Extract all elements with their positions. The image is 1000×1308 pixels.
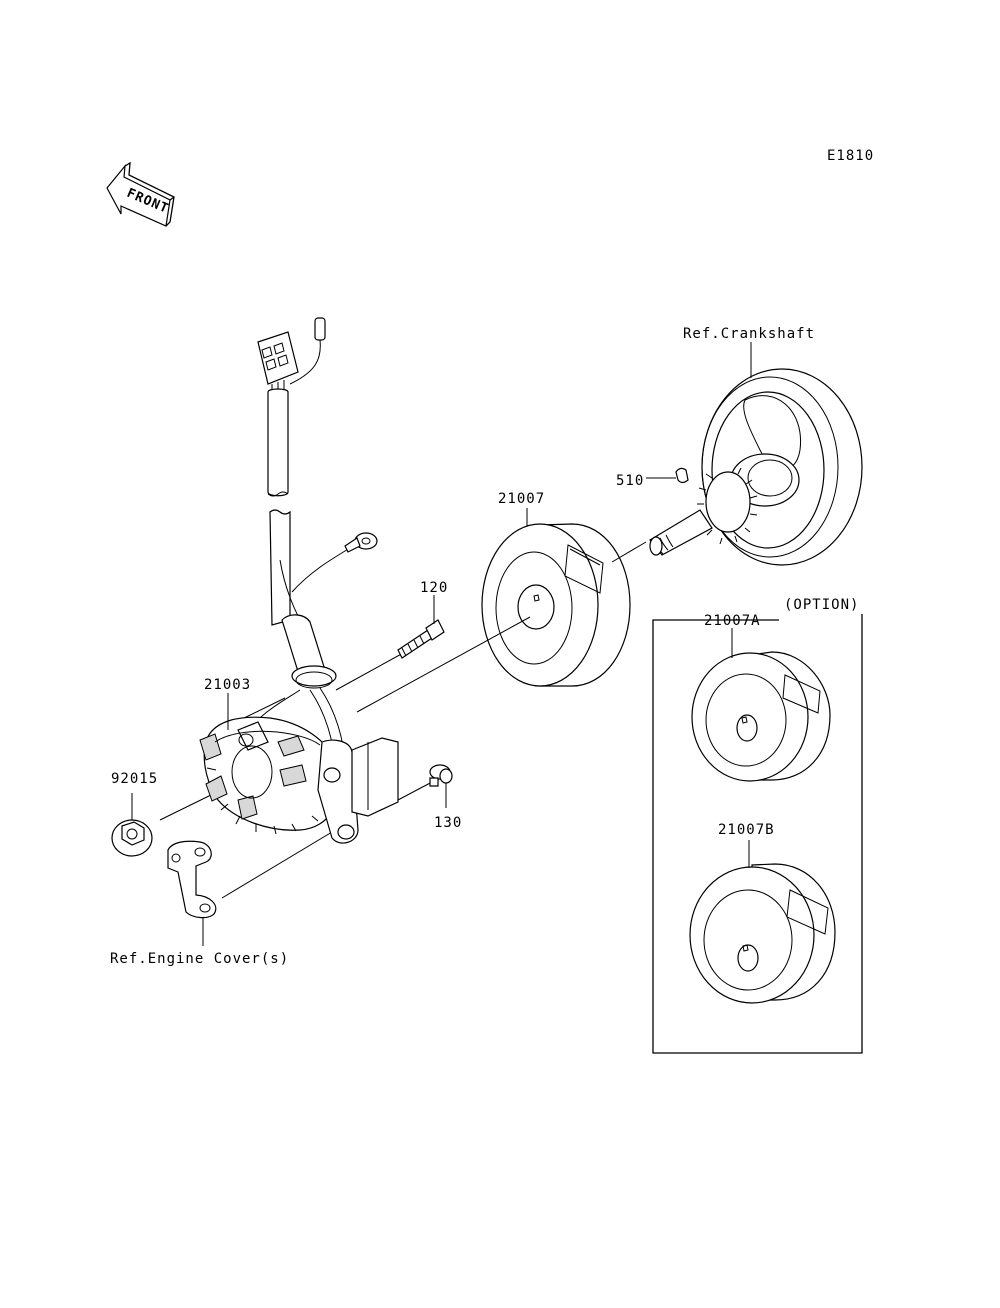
- stator-assembly: [199, 716, 399, 844]
- crankshaft-flywheel: [649, 368, 863, 566]
- label-engine-cover-ref: Ref.Engine Cover(s): [110, 951, 289, 967]
- wiring-harness: [239, 317, 378, 773]
- label-bolt-130: 130: [434, 815, 462, 831]
- label-rotor-21007A: 21007A: [704, 613, 761, 629]
- diagram-code: E1810: [827, 148, 874, 164]
- woodruff-key: [646, 467, 689, 484]
- bolt-130: [429, 764, 453, 808]
- cover-bracket-plate: [167, 840, 217, 946]
- rotor-main: [481, 523, 631, 687]
- flange-nut: [111, 793, 153, 857]
- assembly-lines: [159, 541, 647, 899]
- front-arrow-icon: FRONT: [106, 161, 175, 227]
- rotor-option-b: [689, 840, 836, 1004]
- label-rotor-21007B: 21007B: [718, 822, 775, 838]
- label-rotor-21007: 21007: [498, 491, 545, 507]
- option-title: (OPTION): [784, 597, 859, 613]
- label-crankshaft-ref: Ref.Crankshaft: [683, 326, 815, 342]
- label-stator-21003: 21003: [204, 677, 251, 693]
- rotor-option-a: [691, 628, 831, 782]
- leader-lines: [227, 342, 752, 730]
- option-box: (OPTION): [652, 597, 863, 1054]
- label-key-510: 510: [616, 473, 644, 489]
- bolt-120: [397, 595, 445, 659]
- label-bolt-120: 120: [420, 580, 448, 596]
- label-nut-92015: 92015: [111, 771, 158, 787]
